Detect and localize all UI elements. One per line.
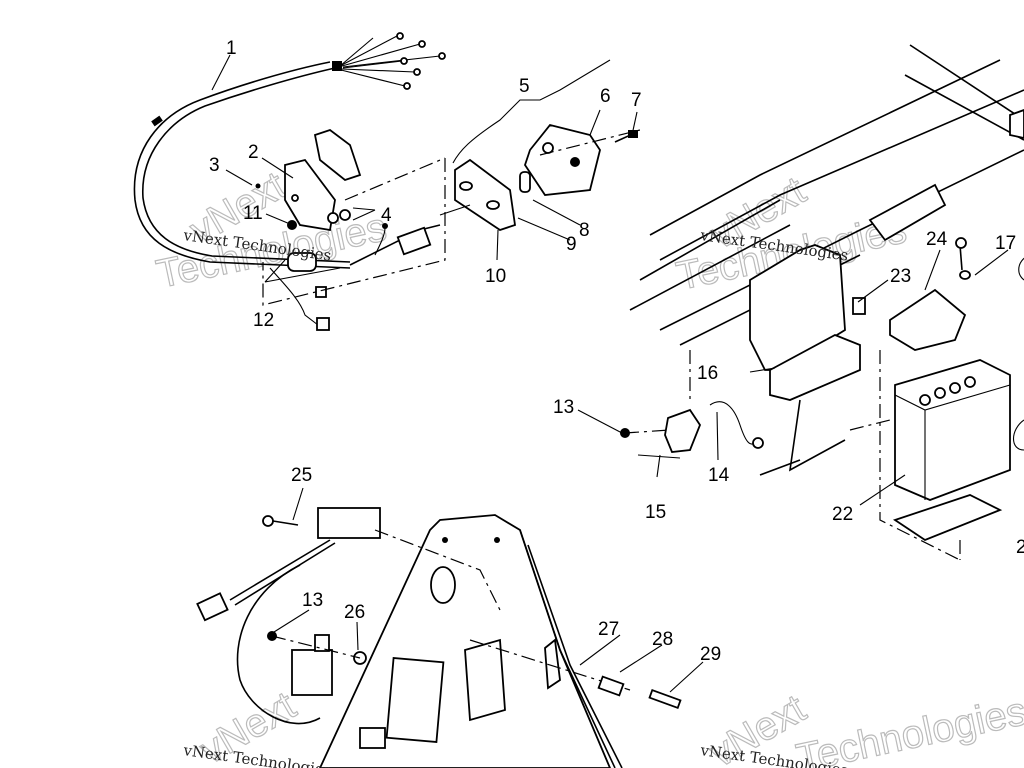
callout-26: 26 [344, 602, 365, 623]
leader-lines [211, 54, 1009, 693]
callout-2x: 2 [1016, 537, 1024, 558]
callout-16: 16 [697, 363, 718, 384]
callout-13b: 13 [302, 590, 323, 611]
callout-24: 24 [926, 229, 948, 250]
callout-1: 1 [226, 38, 237, 59]
callout-6: 6 [600, 86, 611, 107]
assembly-lines [262, 129, 961, 561]
taillight-assembly [439, 123, 638, 231]
callouts: 1 2 3 4 5 6 7 8 9 10 11 12 13 14 15 16 1… [209, 38, 1024, 665]
callout-7: 7 [631, 90, 642, 111]
callout-28: 28 [652, 629, 673, 650]
callout-2: 2 [248, 142, 259, 163]
callout-22: 22 [832, 504, 853, 525]
wiring-harness [133, 32, 446, 331]
ignition-parts [196, 507, 682, 725]
callout-4: 4 [381, 205, 392, 226]
battery-bracket [749, 244, 866, 476]
mounting-plate [319, 514, 623, 768]
battery [889, 237, 1024, 542]
callout-14: 14 [708, 465, 730, 486]
callout-23: 23 [890, 266, 911, 287]
callout-11: 11 [243, 203, 263, 224]
callout-15: 15 [645, 502, 666, 523]
callout-8: 8 [579, 220, 590, 241]
callout-12: 12 [253, 310, 274, 331]
callout-17: 17 [995, 233, 1016, 254]
callout-27: 27 [598, 619, 619, 640]
callout-25: 25 [291, 465, 312, 486]
callout-10: 10 [485, 266, 506, 287]
callout-3: 3 [209, 155, 220, 176]
frame [629, 44, 1024, 346]
callout-29: 29 [700, 644, 721, 665]
callout-9: 9 [566, 234, 577, 255]
callout-13: 13 [553, 397, 574, 418]
watermark-big-text: Technologies [793, 689, 1024, 768]
regulator [620, 401, 764, 459]
mounting-bracket [255, 128, 362, 232]
callout-5: 5 [519, 76, 530, 97]
